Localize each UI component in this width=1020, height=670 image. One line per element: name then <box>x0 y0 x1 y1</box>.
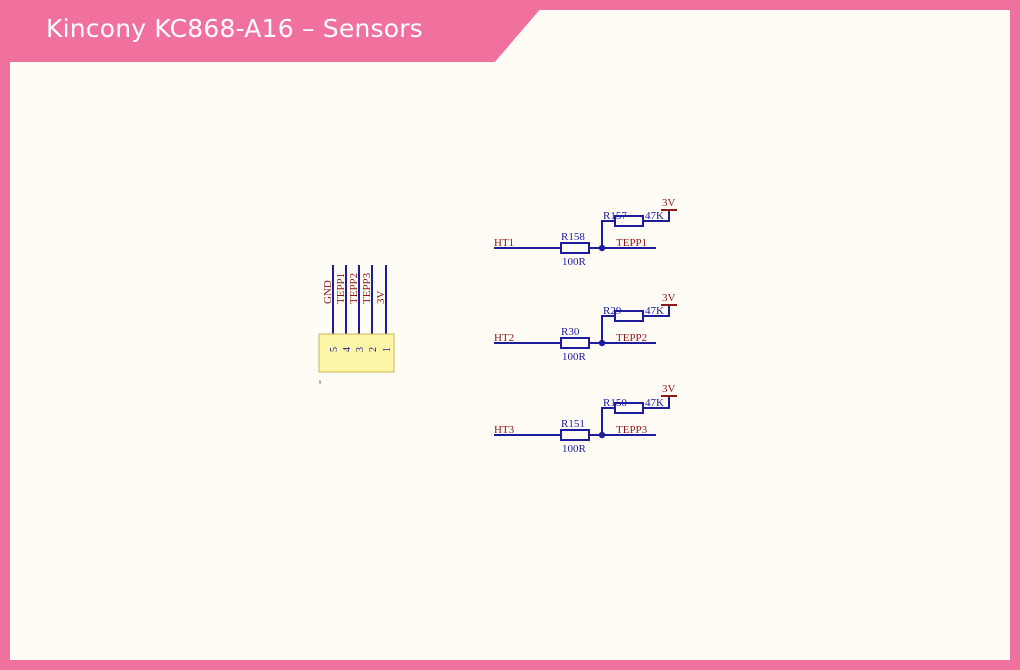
page-title: Kincony KC868-A16 – Sensors <box>46 14 423 43</box>
output-net-label: TEPP3 <box>616 424 648 436</box>
output-net-label: TEPP1 <box>616 237 647 249</box>
series-resistor <box>560 429 590 441</box>
pullup-wire <box>643 396 670 409</box>
pullup-wire <box>643 305 670 317</box>
supply-label: 3V <box>662 292 676 304</box>
connector-pin-number: 5 <box>329 347 340 352</box>
junction-dot <box>598 431 606 439</box>
connector-pin-number: 4 <box>342 347 353 352</box>
sensor-channel-3: HT3 R151 100R R150 47K 3V TEPP3 <box>494 383 677 455</box>
pullup-resistor-ref: R29 <box>603 305 622 317</box>
supply-label: 3V <box>662 197 676 209</box>
series-resistor <box>560 337 590 349</box>
input-net-label: HT3 <box>494 424 515 436</box>
supply-label: 3V <box>662 383 676 395</box>
connector-pin-label: TEPP2 <box>348 273 360 304</box>
connector-pin-label: 3V <box>375 291 387 305</box>
series-resistor <box>560 242 590 254</box>
connector-pin-label: GND <box>322 280 334 304</box>
sensor-channel-1: HT1 R158 100R R157 47K 3V TEPP1 <box>494 197 677 268</box>
series-resistor-ref: R30 <box>561 326 580 338</box>
series-resistor-ref: R158 <box>561 231 585 243</box>
connector-pin-label: TEPP3 <box>361 272 373 304</box>
connector-pin-number: 1 <box>382 347 393 352</box>
series-resistor-ref: R151 <box>561 418 585 430</box>
pullup-wire <box>643 210 670 222</box>
junction-dot <box>598 339 606 347</box>
title-bar <box>0 0 548 62</box>
pullup-resistor-ref: R150 <box>603 397 627 409</box>
input-net-label: HT1 <box>494 237 514 249</box>
pullup-wire <box>601 315 615 343</box>
schematic-sheet <box>10 10 1010 660</box>
pullup-resistor-value: 47K <box>645 305 664 317</box>
pullup-resistor-value: 47K <box>645 210 664 222</box>
input-net-label: HT2 <box>494 332 514 344</box>
connector-body <box>318 333 395 373</box>
pullup-wire <box>601 407 615 435</box>
connector-pin-number: 2 <box>368 347 379 352</box>
output-net-label: TEPP2 <box>616 332 647 344</box>
series-resistor-value: 100R <box>562 443 587 455</box>
pullup-resistor-value: 47K <box>645 397 664 409</box>
series-resistor-value: 100R <box>562 256 587 268</box>
sensor-channel-2: HT2 R30 100R R29 47K 3V TEPP2 <box>494 292 677 363</box>
series-resistor-value: 100R <box>562 351 587 363</box>
pullup-resistor-ref: R157 <box>603 210 627 222</box>
connector-pin-number: 3 <box>355 347 366 352</box>
junction-dot <box>598 244 606 252</box>
connector-ref-fragment: ˢ <box>319 378 321 389</box>
pullup-wire <box>601 220 615 248</box>
connector-pin-label: TEPP1 <box>335 273 347 304</box>
sensor-connector: GND TEPP1 TEPP2 TEPP3 3V 5 4 3 2 1 ˢ <box>318 265 395 389</box>
